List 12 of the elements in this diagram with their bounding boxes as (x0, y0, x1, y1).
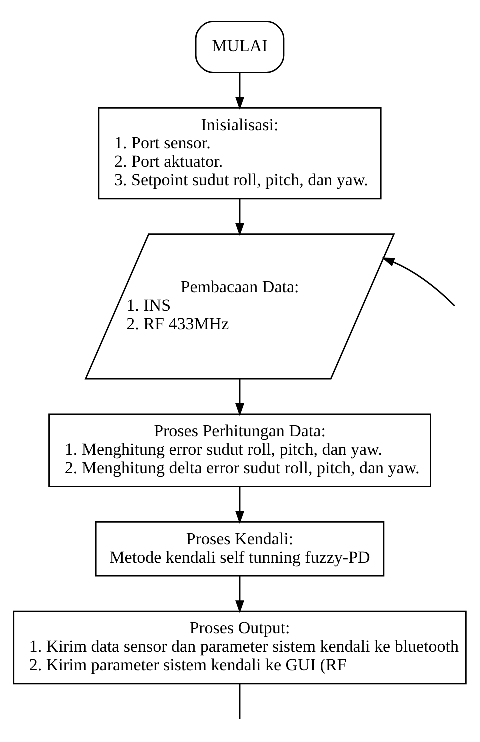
node-box: Proses Perhitungan Data: 1. Menghitung error sudut roll, pitch, dan yaw. 2. Menghitung delta error sudut roll, pitch, dan yaw. (48, 414, 432, 488)
connector (239, 684, 241, 720)
node-box: Proses Kendali: Metode kendali self tunning fuzzy-PD (95, 522, 385, 577)
node-box: Proses Output: 1. Kirim data sensor dan parameter sistem kendali ke bluetooth 2. Kirim parameter sistem kendali ke GUI (RF (13, 610, 467, 685)
arrow (236, 487, 244, 524)
node-box: MULAI (195, 20, 285, 74)
arrow (236, 576, 244, 614)
arrow (236, 379, 244, 416)
node-box: Inisialisasi: 1. Port sensor. 2. Port aktuator. 3. Setpoint sudut roll, pitch, dan yaw. (98, 107, 382, 200)
arrow (382, 258, 456, 307)
arrow (236, 199, 244, 236)
arrow (236, 73, 244, 110)
